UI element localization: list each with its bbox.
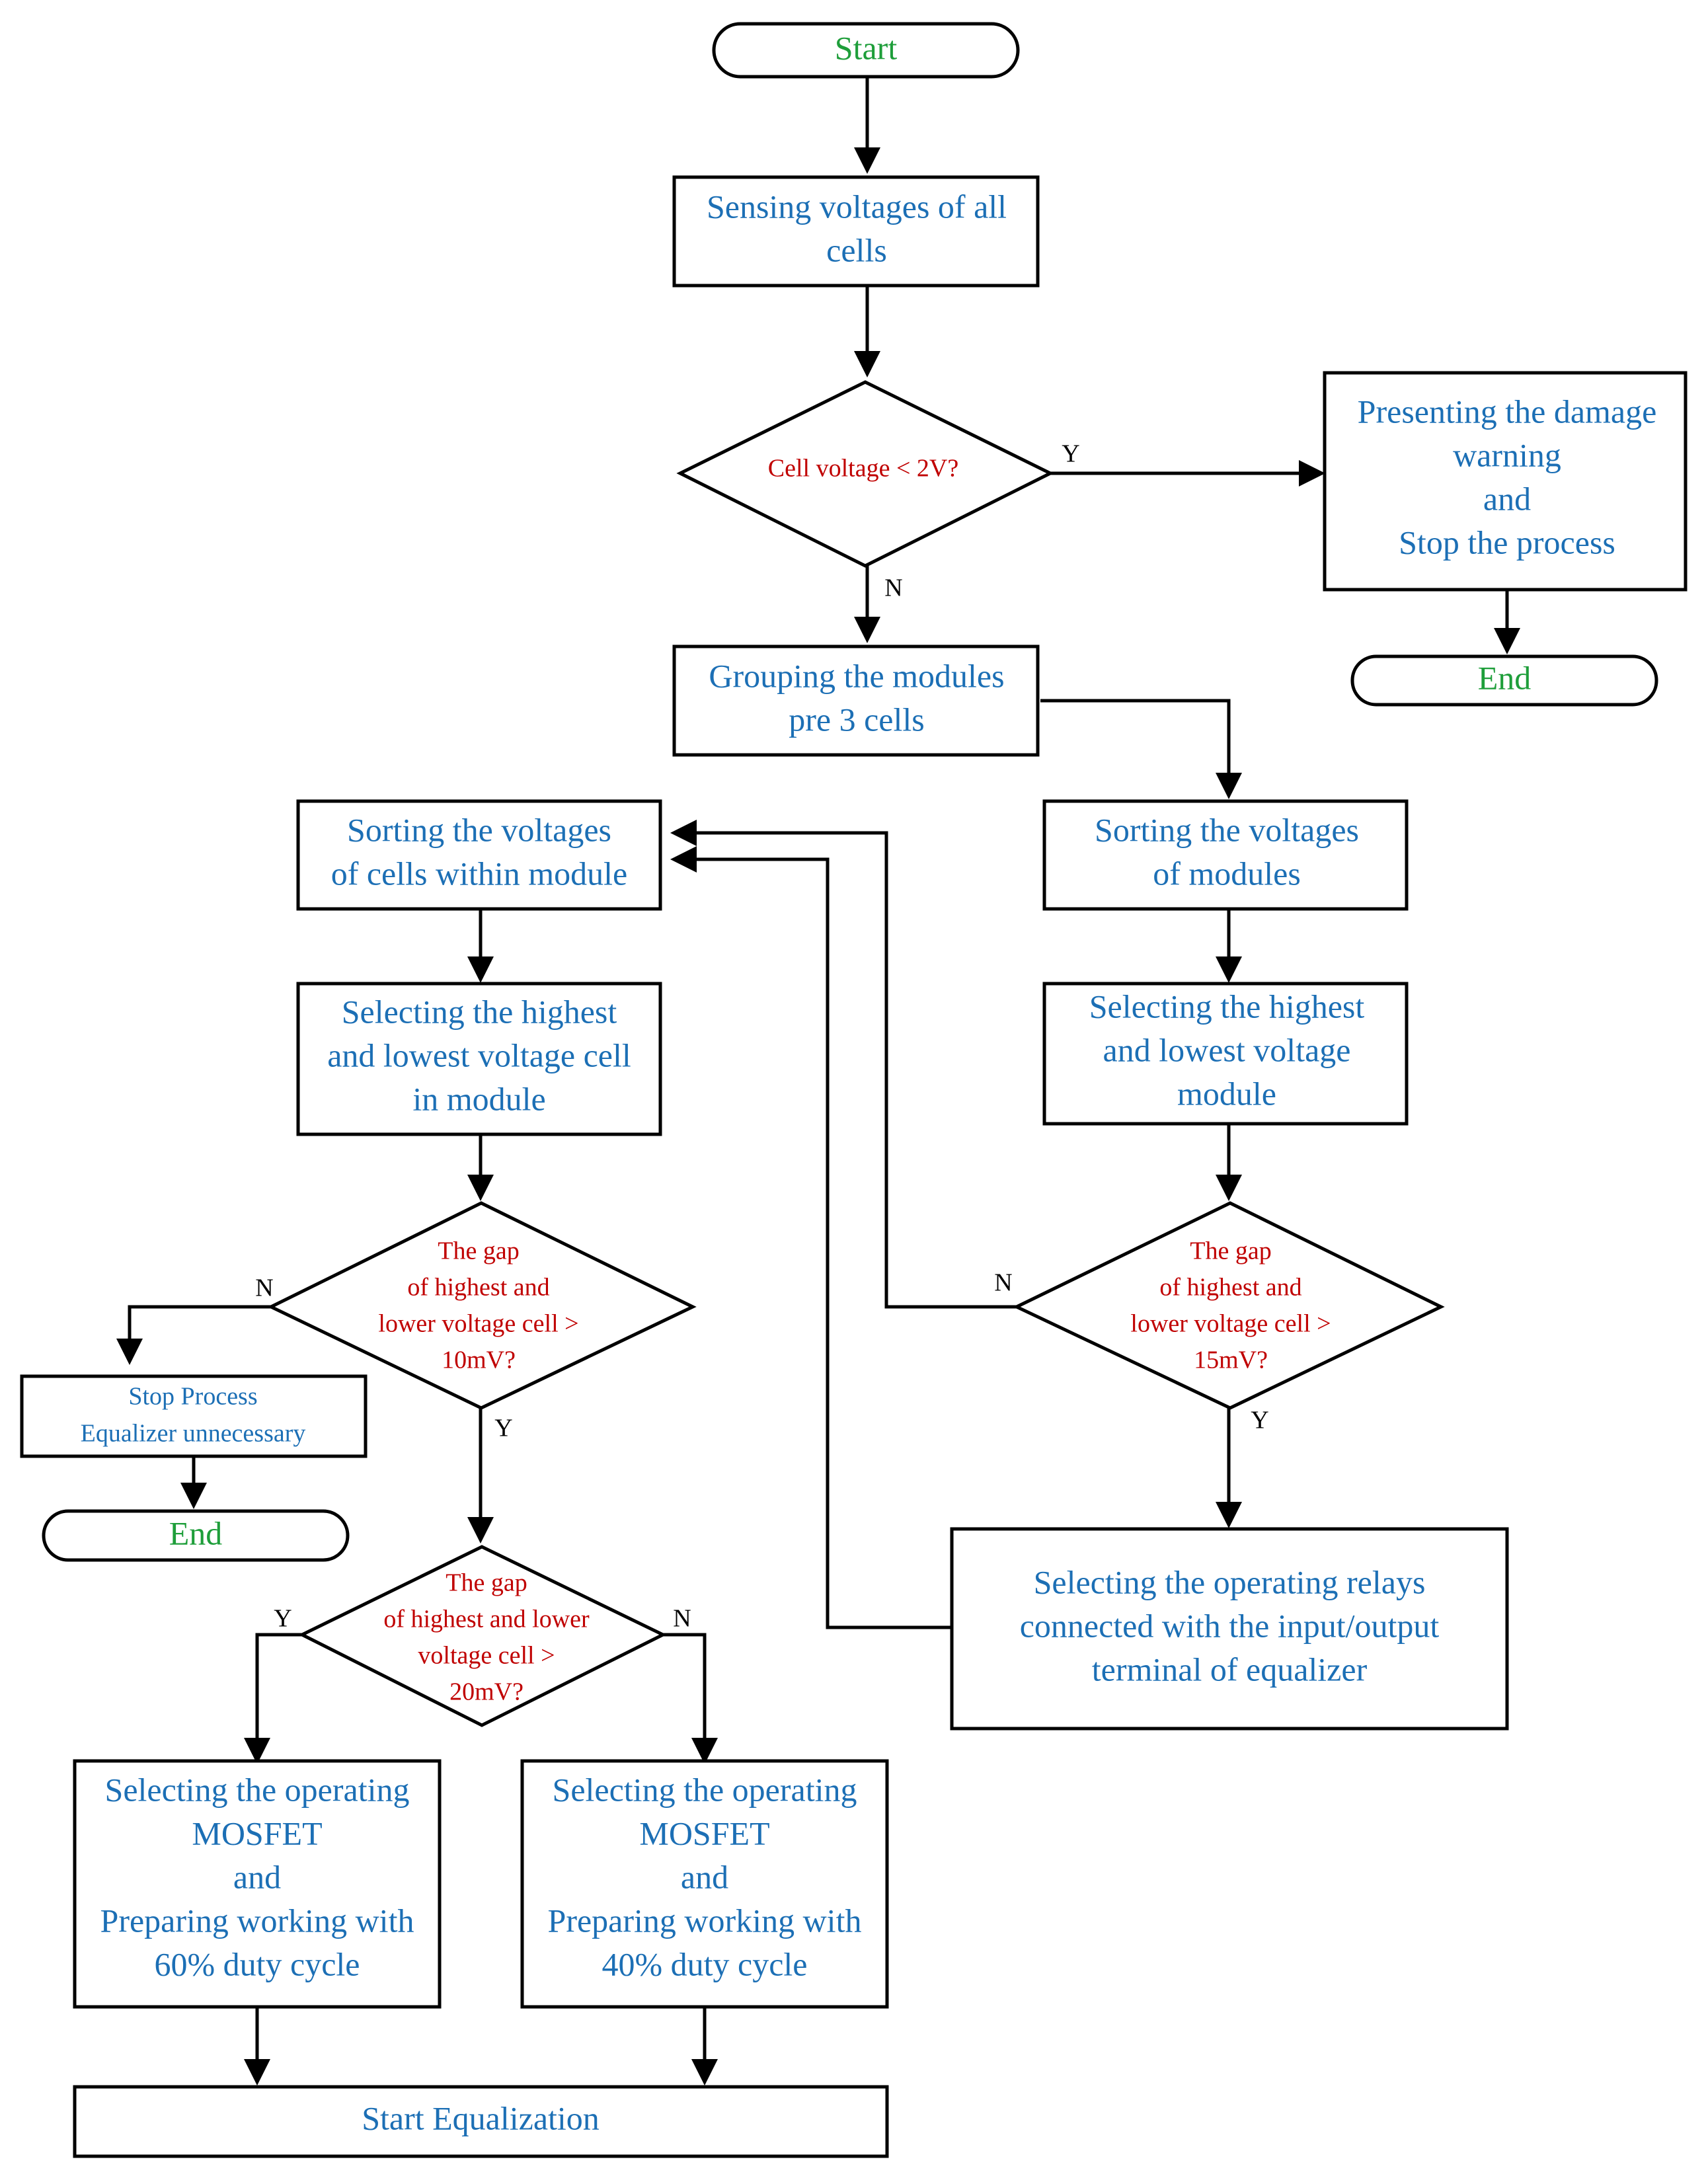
mos60-line-1: Selecting the operating <box>105 1771 410 1808</box>
stop-line-2: Equalizer unnecessary <box>81 1420 306 1448</box>
gap20-line-2: of highest and lower <box>383 1606 590 1633</box>
select-module-line-2: and lowest voltage <box>1103 1031 1351 1068</box>
relays-line-2: connected with the input/output <box>1020 1607 1440 1644</box>
start-label: Start <box>835 29 898 66</box>
cell-voltage-decision: Cell voltage < 2V? <box>676 380 1054 568</box>
gap10-line-2: of highest and <box>407 1274 549 1302</box>
label-cell-yes: Y <box>1062 440 1079 468</box>
mos60-line-2: MOSFET <box>192 1814 322 1852</box>
end-terminal-top: End <box>1350 654 1658 707</box>
warning-line-1: Presenting the damage <box>1358 393 1657 430</box>
gap20-line-3: voltage cell > <box>418 1642 555 1670</box>
end-top-label: End <box>1478 659 1532 696</box>
mos60-line-4: Preparing working with <box>100 1902 414 1939</box>
start-terminal: Start <box>712 22 1020 79</box>
select-cell-box: Selecting the highest and lowest voltage… <box>296 982 662 1136</box>
mos40-line-1: Selecting the operating <box>553 1771 857 1808</box>
label-gap20-yes: Y <box>274 1605 291 1633</box>
gap15-line-2: of highest and <box>1159 1274 1301 1302</box>
mos40-line-5: 40% duty cycle <box>602 1945 807 1982</box>
gap10-line-3: lower voltage cell > <box>378 1310 578 1338</box>
relays-line-3: terminal of equalizer <box>1092 1651 1368 1688</box>
stop-line-1: Stop Process <box>128 1383 257 1411</box>
grouping-box: Grouping the modules pre 3 cells <box>672 644 1040 757</box>
select-cell-line-1: Selecting the highest <box>342 993 617 1030</box>
relays-box: Selecting the operating relays connected… <box>950 1527 1509 1731</box>
edge-gap20-mos40 <box>663 1633 718 1764</box>
edge-gap10-stop <box>116 1305 271 1365</box>
group-line-2: pre 3 cells <box>789 701 924 738</box>
gap-10mv-decision: The gap of highest and lower voltage cel… <box>267 1201 697 1410</box>
select-cell-line-3: in module <box>412 1080 545 1117</box>
mosfet-60-box: Selecting the operating MOSFET and Prepa… <box>73 1759 442 2009</box>
gap15-line-1: The gap <box>1190 1237 1271 1265</box>
gap15-line-3: lower voltage cell > <box>1130 1310 1331 1338</box>
sense-line-1: Sensing voltages of all <box>707 188 1007 225</box>
warning-line-2: warning <box>1453 436 1561 473</box>
sense-line-2: cells <box>826 231 887 268</box>
sense-voltages-box: Sensing voltages of all cells <box>672 175 1040 288</box>
mos60-line-5: 60% duty cycle <box>154 1945 360 1982</box>
sort-modules-box: Sorting the voltages of modules <box>1042 799 1409 911</box>
gap-15mv-decision: The gap of highest and lower voltage cel… <box>1013 1201 1445 1410</box>
label-gap20-no: N <box>673 1605 691 1633</box>
edge-group-sortmod <box>1040 699 1242 799</box>
end-terminal-left: End <box>42 1509 350 1562</box>
stop-process-box: Stop Process Equalizer unnecessary <box>20 1374 368 1458</box>
mos40-line-3: and <box>681 1858 728 1895</box>
label-gap15-yes: Y <box>1251 1407 1268 1434</box>
edge-gap15-no-loop <box>670 820 1017 1309</box>
label-gap15-no: N <box>994 1269 1012 1297</box>
mosfet-40-box: Selecting the operating MOSFET and Prepa… <box>520 1759 889 2009</box>
connectors <box>116 78 1520 2086</box>
start-eq-label: Start Equalization <box>362 2099 600 2136</box>
warning-line-3: and <box>1483 480 1531 517</box>
sort-modules-line-1: Sorting the voltages <box>1095 811 1359 848</box>
gap15-line-4: 15mV? <box>1194 1346 1268 1374</box>
cell-check-line-1: Cell voltage < 2V? <box>768 455 958 483</box>
warning-line-4: Stop the process <box>1399 524 1615 561</box>
select-module-line-3: module <box>1177 1075 1276 1112</box>
start-equalization-box: Start Equalization <box>73 2085 889 2158</box>
label-cell-no: N <box>884 574 902 602</box>
label-gap10-yes: Y <box>494 1415 512 1442</box>
gap10-line-1: The gap <box>438 1237 519 1265</box>
gap20-line-4: 20mV? <box>449 1678 524 1706</box>
select-module-box: Selecting the highest and lowest voltage… <box>1042 982 1409 1126</box>
mos60-line-3: and <box>233 1858 281 1895</box>
damage-warning-box: Presenting the damage warning and Stop t… <box>1323 371 1688 592</box>
sort-cells-line-2: of cells within module <box>331 855 628 892</box>
gap20-line-1: The gap <box>446 1569 527 1597</box>
label-gap10-no: N <box>255 1274 273 1302</box>
sort-modules-line-2: of modules <box>1153 855 1301 892</box>
relays-line-1: Selecting the operating relays <box>1034 1563 1426 1600</box>
sort-cells-line-1: Sorting the voltages <box>347 811 611 848</box>
end-left-label: End <box>169 1514 223 1551</box>
sort-cells-box: Sorting the voltages of cells within mod… <box>296 799 662 911</box>
mos40-line-2: MOSFET <box>639 1814 769 1852</box>
mos40-line-4: Preparing working with <box>548 1902 862 1939</box>
edge-gap20-mos60 <box>244 1633 302 1764</box>
select-module-line-1: Selecting the highest <box>1089 988 1365 1025</box>
select-cell-line-2: and lowest voltage cell <box>327 1036 631 1073</box>
gap10-line-4: 10mV? <box>442 1346 516 1374</box>
gap-20mv-decision: The gap of highest and lower voltage cel… <box>298 1545 667 1727</box>
group-line-1: Grouping the modules <box>709 657 1004 694</box>
edge-relays-loop <box>670 846 952 1629</box>
